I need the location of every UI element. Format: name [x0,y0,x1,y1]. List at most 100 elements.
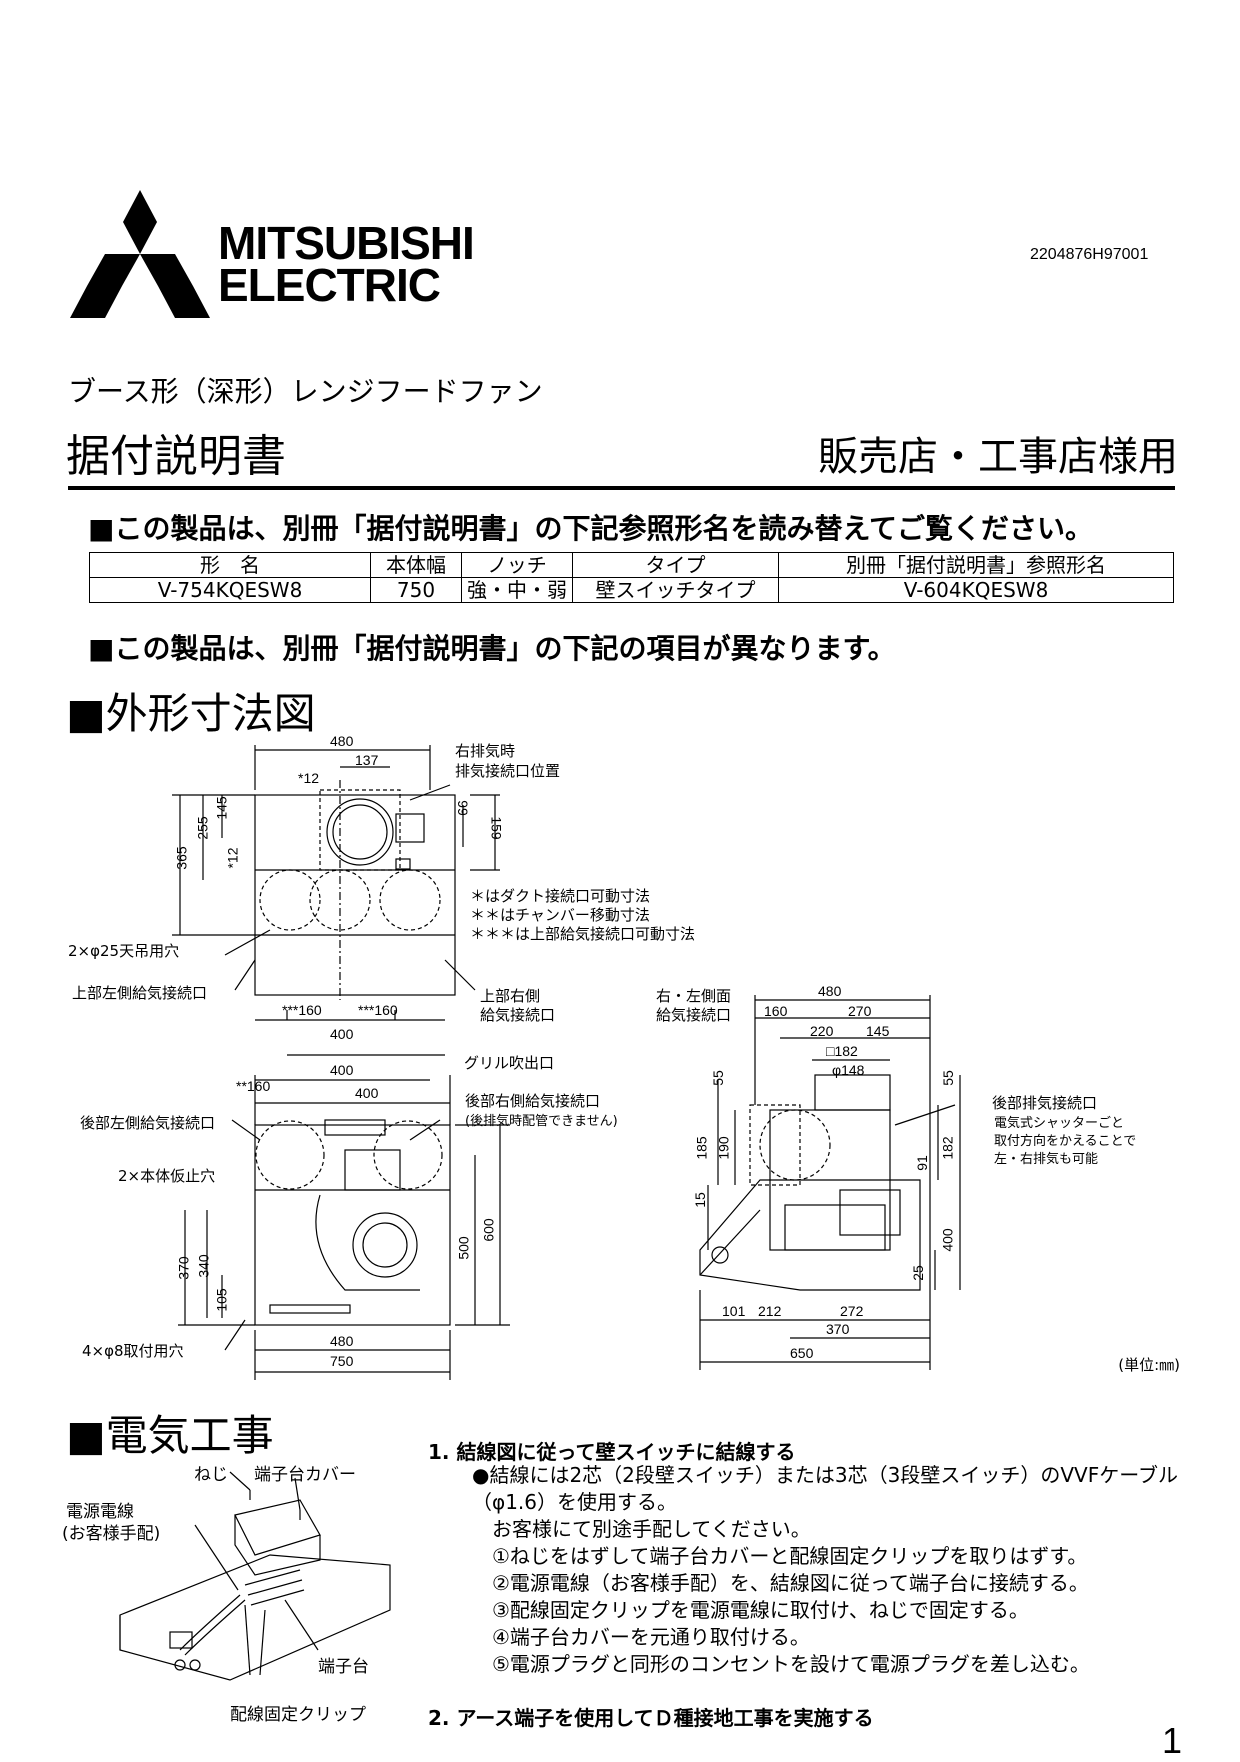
dim-top-159: 159 [488,816,505,840]
label-rear-right-intake: 後部右側給気接続口 [465,1092,601,1110]
dim-side-160: 160 [764,1003,788,1019]
dim-top-12b: *12 [224,847,241,869]
label-right-exhaust: 右排気時 [455,742,516,760]
dim-top-160b: ***160 [358,1002,398,1018]
dim-front-370: 370 [175,1256,192,1280]
dim-front-105: 105 [213,1288,230,1312]
dim-side-101: 101 [722,1303,746,1319]
table-header: 別冊「据付説明書」参照形名 [778,552,1174,578]
table-cell: 750 [370,577,462,603]
dim-side-182a: □182 [826,1043,858,1059]
dim-top-400: 400 [330,1026,354,1042]
dim-top-12a: *12 [298,770,320,786]
table-cell: 強・中・弱 [461,577,573,603]
dim-side-190: 190 [715,1136,732,1160]
table-row: V-754KQESW8 750 強・中・弱 壁スイッチタイプ V-604KQES… [89,577,1174,603]
rename-note: ■この製品は、別冊「据付説明書」の下記参照形名を読み替えてご覧ください。 [88,512,1094,545]
step-1-note: お客様にて別途手配してください。 [492,1517,811,1541]
step-1-item-4: ④端子台カバーを元通り取付ける。 [492,1625,810,1649]
label-rear-right-note: (後排気時配管できません) [465,1114,618,1129]
difference-note: ■この製品は、別冊「据付説明書」の下記の項目が異なります。 [88,632,896,665]
label-rear-exhaust-note-1: 電気式シャッターごと [994,1116,1125,1131]
step-1-bullet: ●結線には2芯（2段壁スイッチ）または3芯（3段壁スイッチ）のVVFケーブル（φ… [472,1463,1179,1514]
document-number: 2204876H97001 [1030,246,1149,263]
dim-top-160a: ***160 [282,1002,322,1018]
title-rule [68,486,1175,490]
label-side-intake-2: 給気接続口 [656,1006,732,1024]
label-power-cable: 電源電線 [66,1502,134,1522]
dim-side-400: 400 [939,1228,956,1252]
label-top-right-intake-1: 上部右側 [480,987,541,1005]
dim-side-55b: 55 [939,1070,956,1086]
label-top-left-intake: 上部左側給気接続口 [72,984,208,1002]
dim-side-182b: 182 [939,1136,956,1160]
dim-side-220: 220 [810,1023,834,1039]
dim-front-750: 750 [330,1353,354,1369]
side-view [699,995,961,1370]
label-temp-holes: 2×本体仮止穴 [118,1167,216,1185]
table-cell: 壁スイッチタイプ [572,577,779,603]
label-clip: 配線固定クリップ [230,1705,366,1725]
dim-top-255: 255 [194,816,211,840]
label-power-cable-note: (お客様手配) [62,1524,161,1544]
step-1-item-2: ②電源電線（お客様手配）を、結線図に従って端子台に接続する。 [492,1571,1089,1595]
label-terminal-cover: 端子台カバー [254,1465,356,1485]
dim-top-480: 480 [330,733,354,749]
dim-front-600: 600 [480,1218,497,1242]
dim-front-480: 480 [330,1333,354,1349]
top-view [172,745,500,1056]
page-title: 据付説明書 [66,431,286,482]
dim-side-148: φ148 [832,1062,865,1078]
label-screw: ねじ [194,1465,228,1485]
table-header: 形 名 [89,552,371,578]
table-header-row: 形 名 本体幅 ノッチ タイプ 別冊「据付説明書」参照形名 [89,552,1174,578]
label-rear-exhaust: 後部排気接続口 [992,1094,1098,1112]
label-ceiling-holes: 2×φ25天吊用穴 [68,942,180,960]
brand-line2: ELECTRIC [218,259,441,311]
step-1-item-1: ①ねじをはずして端子台カバーと配線固定クリップを取りはずす。 [492,1544,1088,1568]
step-1-body: ●結線には2芯（2段壁スイッチ）または3芯（3段壁スイッチ）のVVFケーブル（φ… [472,1462,1192,1678]
dim-front-400a: 400 [330,1062,354,1078]
label-rear-exhaust-note-3: 左・右排気も可能 [994,1152,1099,1167]
label-rear-left-intake: 後部左側給気接続口 [80,1114,216,1132]
dim-side-55a: 55 [709,1070,726,1086]
label-mount-holes: 4×φ8取付用穴 [82,1342,184,1360]
dim-front-160: **160 [236,1078,271,1094]
dim-top-145: 145 [213,796,230,820]
dim-side-272: 272 [840,1303,864,1319]
dim-side-212: 212 [758,1303,782,1319]
unit-label: (単位:㎜) [1118,1356,1180,1374]
dim-side-370: 370 [826,1321,850,1337]
dim-side-650: 650 [790,1345,814,1361]
step-1-item-5: ⑤電源プラグと同形のコンセントを設けて電源プラグを差し込む。 [492,1652,1090,1676]
label-side-intake-1: 右・左側面 [656,987,732,1005]
three-diamonds-logo [70,190,210,318]
section-heading-electrical: ■電気工事 [66,1411,274,1460]
dim-top-365: 365 [173,846,190,870]
page-number: 1 [1161,1720,1182,1761]
section-heading-dimensions: ■外形寸法図 [66,689,316,738]
table-header: ノッチ [461,552,573,578]
brand-logotype: MITSUBISHI ELECTRIC [218,217,475,311]
dim-side-145: 145 [866,1023,890,1039]
step-2-heading: 2. アース端子を使用してＤ種接地工事を実施する [428,1706,874,1730]
label-right-exhaust-2: 排気接続口位置 [455,762,561,780]
dim-side-91: 91 [913,1155,930,1171]
dim-front-400b: 400 [355,1085,379,1101]
dim-side-480: 480 [818,983,842,999]
dim-front-340: 340 [195,1254,212,1278]
dim-side-185: 185 [693,1136,710,1160]
audience-label: 販売店・工事店様用 [818,434,1178,480]
dim-top-99: 99 [454,800,471,816]
table-header: タイプ [572,552,779,578]
note-chamber-range: ＊＊はチャンバー移動寸法 [470,906,650,924]
label-top-right-intake-2: 給気接続口 [480,1006,556,1024]
label-terminal: 端子台 [318,1657,369,1677]
dim-front-500: 500 [455,1236,472,1260]
dim-top-137: 137 [355,752,379,768]
dim-side-25: 25 [909,1265,926,1281]
dim-side-270: 270 [848,1003,872,1019]
brand-line1: MITSUBISHI [218,217,475,269]
label-rear-exhaust-note-2: 取付方向をかえることで [994,1134,1137,1149]
